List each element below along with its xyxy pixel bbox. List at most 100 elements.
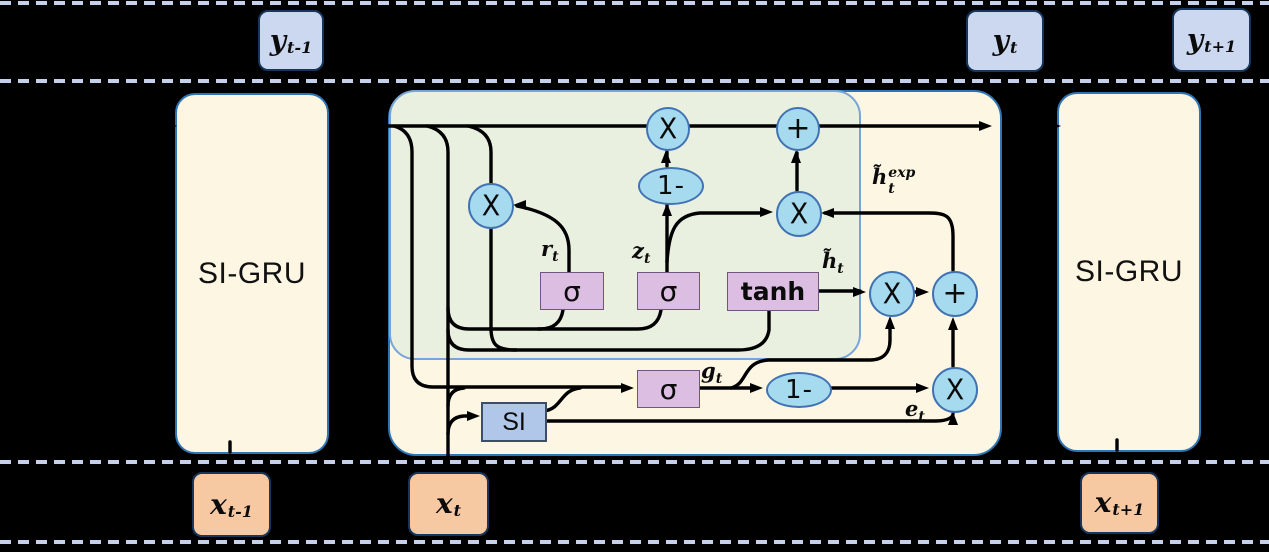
wire xyxy=(515,204,571,274)
arrowhead-icon xyxy=(821,208,834,218)
op-mult-hidden: X xyxy=(646,107,690,151)
arrowhead-icon xyxy=(916,287,929,297)
arrowhead-icon xyxy=(621,383,634,393)
arrowhead-icon xyxy=(948,412,958,425)
io-subscript: t-1 xyxy=(287,37,313,57)
signal-subscript: t xyxy=(837,261,844,277)
arrowhead-icon xyxy=(948,317,958,330)
signal-superscript: exp xyxy=(888,165,916,181)
signal-subscript: t xyxy=(552,249,559,265)
arrowhead-icon xyxy=(885,316,895,329)
arrowhead-icon xyxy=(760,207,773,217)
op-mult-candidate: X xyxy=(869,271,915,317)
io-subscript: t-1 xyxy=(227,501,253,521)
dashed-line-upper xyxy=(0,79,1269,83)
io-subscript: t xyxy=(453,501,462,520)
io-subscript: t+1 xyxy=(1204,37,1237,56)
si-gru-cell-right-label: SI-GRU xyxy=(1075,255,1183,288)
wire xyxy=(729,319,892,390)
op-mult-update: X xyxy=(776,191,822,237)
wire xyxy=(466,124,493,185)
wire xyxy=(489,223,518,352)
arrowhead-icon xyxy=(164,121,177,131)
operator-symbol: 1- xyxy=(785,375,813,405)
wire xyxy=(446,306,565,331)
gate-label: σ xyxy=(659,274,678,308)
wire xyxy=(446,386,466,408)
signal-base: e xyxy=(905,396,919,421)
signal-subscript: t xyxy=(643,251,651,267)
gate-label: σ xyxy=(563,274,581,308)
arrowhead-icon xyxy=(916,383,929,393)
arrowhead-icon xyxy=(662,203,672,216)
gate-label: tanh xyxy=(740,277,806,306)
op-add-hidden: + xyxy=(776,107,820,151)
operator-symbol: X xyxy=(882,277,902,311)
arrowhead-icon xyxy=(1048,121,1061,131)
signal-label-h-tilde-t: h̃t xyxy=(822,248,844,276)
op-mult-si: X xyxy=(932,367,978,413)
arrowhead-icon xyxy=(791,150,801,163)
wire xyxy=(392,124,624,389)
io-base: y xyxy=(269,23,287,57)
arrowhead-icon xyxy=(750,383,763,393)
io-subscript: t xyxy=(1009,38,1018,57)
operator-symbol: X xyxy=(789,197,809,231)
signal-subscript: t xyxy=(888,181,895,197)
operator-symbol: X xyxy=(658,112,678,146)
signal-base: h̃ xyxy=(872,164,888,189)
signal-base: h̃ xyxy=(822,248,838,273)
gate-si: SI xyxy=(481,402,547,442)
arrowhead-icon xyxy=(661,150,671,163)
wire xyxy=(446,414,472,436)
operator-symbol: + xyxy=(942,275,968,311)
signal-base: g xyxy=(701,358,716,383)
dashed-line-bottom xyxy=(0,540,1269,544)
si-gru-cell-left: SI-GRU xyxy=(175,93,329,454)
io-base: x xyxy=(210,487,227,521)
signal-subscript: t xyxy=(918,409,925,425)
gate-sigma-r: σ xyxy=(540,272,604,310)
io-base: y xyxy=(992,24,1009,57)
gate-label: SI xyxy=(502,407,526,436)
op-add-candidate: + xyxy=(932,271,978,317)
wire xyxy=(542,386,582,413)
dashed-line-lower xyxy=(0,460,1269,464)
io-subscript: t+1 xyxy=(1112,500,1145,519)
arrowhead-icon xyxy=(467,411,480,421)
operator-symbol: X xyxy=(945,373,965,407)
wire xyxy=(425,124,450,474)
signal-base: r xyxy=(541,236,553,261)
operator-symbol: + xyxy=(785,110,811,146)
gate-sigma-g: σ xyxy=(637,370,700,408)
arrowhead-icon xyxy=(853,287,866,297)
op-one-minus-g: 1- xyxy=(766,372,832,408)
arrowhead-icon xyxy=(979,121,992,131)
gate-label: σ xyxy=(659,372,678,406)
gate-sigma-z: σ xyxy=(637,272,700,310)
si-gru-cell-left-label: SI-GRU xyxy=(198,256,306,290)
wire xyxy=(446,306,771,352)
arrowhead-icon xyxy=(513,200,526,210)
operator-symbol: X xyxy=(481,189,501,223)
signal-base: z xyxy=(632,238,644,263)
io-base: x xyxy=(435,487,453,520)
wire xyxy=(665,211,767,264)
wire xyxy=(823,211,955,272)
dashed-line-top xyxy=(0,1,1269,5)
io-base: x xyxy=(1094,486,1112,519)
gate-tanh: tanh xyxy=(727,272,819,311)
op-one-minus-z: 1- xyxy=(638,167,704,205)
operator-symbol: 1- xyxy=(657,171,685,201)
